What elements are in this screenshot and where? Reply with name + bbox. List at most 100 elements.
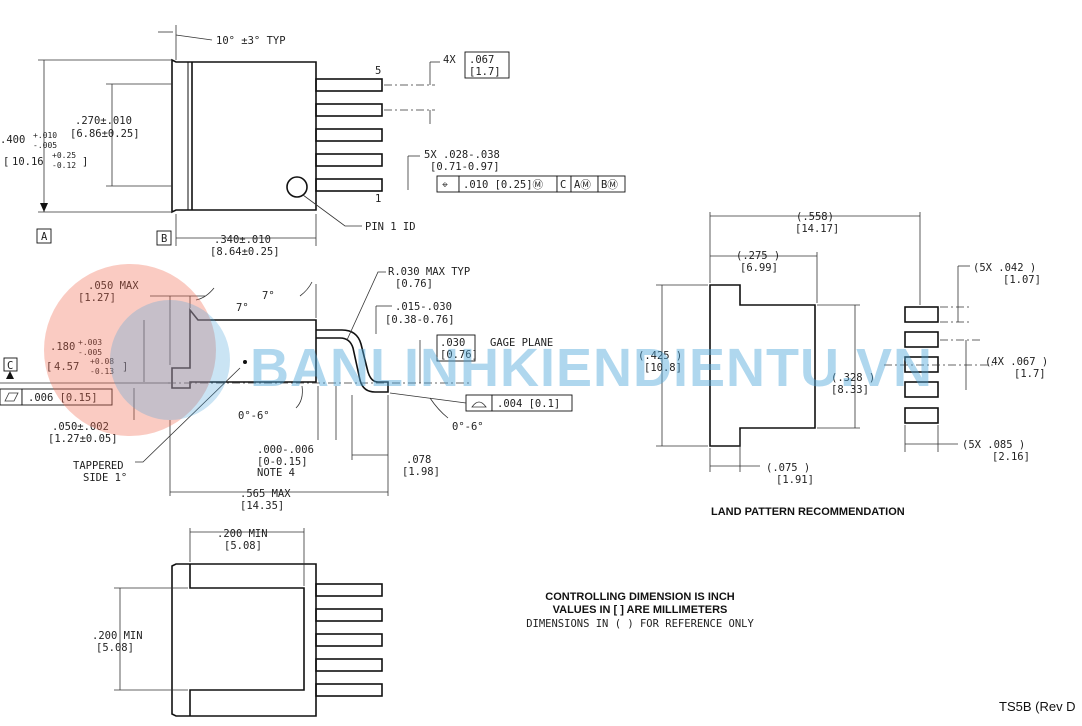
prof-tol-cell [491,394,573,412]
bh-mm: [5.08] [96,642,134,654]
lp-pitch-mm: [1.7] [1014,368,1046,380]
top-lead-4 [315,103,383,117]
radius-in: R.030 MAX TYP [388,266,470,278]
datum-a: A [41,231,48,243]
std-in: .000-.006 [257,444,314,456]
datum-c-triangle [6,371,14,379]
side-h-in-c: -.005 [78,348,102,357]
lp-gap-mm: [1.91] [776,474,814,486]
body-h-in: .270±.010 [75,115,132,127]
overall-height-arrow [40,203,48,212]
top-lead-1 [315,178,383,192]
side-h-in-b: +.003 [78,338,102,347]
lp-total-in: (.558) [796,211,834,223]
side-h-mm-a: 4.57 [54,361,79,373]
prof-leader [389,392,467,404]
pitch-mm: [1.7] [469,66,501,78]
lp-leadw-mm: [1.07] [1003,274,1041,286]
land-pattern-title: LAND PATTERN RECOMMENDATION [711,506,905,518]
height-mm-close: ] [82,156,88,168]
height-in-a: .400 [0,134,25,146]
flat-tol: .006 [0.15] [28,392,98,404]
land-lead-pad-4 [904,381,939,398]
lead-w-in: 5X .028-.038 [424,149,500,161]
angle-leader [175,34,213,41]
note4: NOTE 4 [257,467,295,479]
profile-icon [471,401,487,408]
side-h-mm-open: [ [46,361,52,373]
foot-in: .078 [406,454,431,466]
stand-mm: [1.27±0.05] [48,433,118,445]
lp-gap-in: (.075 ) [766,462,810,474]
side-lead [316,329,389,393]
watermark-logo-disc [44,264,216,436]
side-body-outline [171,307,317,389]
side-view: .050 MAX [1.27] 7° 7° R.030 MAX TYP [0.7… [0,266,573,512]
land-lead-pad-2 [904,331,939,348]
tapered-a: TAPPERED [73,460,124,472]
land-lead-pad-1 [904,306,939,323]
lp-pitch-in: (4X .067 ) [985,356,1048,368]
note-line-2: VALUES IN [ ] ARE MILLIMETERS [553,604,728,616]
top-view: 5 1 4X .067 [1.7] 10° ±3° TYP .400 +.010… [0,25,626,258]
side-h-in-a: .180 [50,341,75,353]
width-mm: [8.64±0.25] [210,246,280,258]
top-body-outline [171,58,317,214]
lp-padw-mm: [6.99] [740,262,778,274]
pin5-label: 5 [375,65,381,77]
gage-label: GAGE PLANE [490,337,553,349]
watermark: BANLINHKIENDIENTU.VN [44,264,933,436]
lp-padw-in: (.275 ) [736,250,780,262]
angle7-b: 7° [262,290,275,302]
bottom-lead-2 [315,608,383,622]
side-h-mm-b: +0.08 [90,357,114,366]
lp-leadw-in: (5X .042 ) [973,262,1036,274]
bottom-view: .200 MIN [5.08] .200 MIN [5.08] [92,528,383,717]
datum-c-box [3,357,18,372]
top-lead-2 [315,153,383,167]
lp-total-mm: [14.17] [795,223,839,235]
watermark-text: BANLINHKIENDIENTU.VN [250,338,933,398]
lead-w-mm: [0.71-0.97] [430,161,500,173]
fcf-b: BⓂ [601,179,618,191]
radius-leader [346,271,386,341]
angle06-arc-b [429,397,449,419]
fcf-tol: .010 [0.25]Ⓜ [463,179,544,191]
height-mm-b: +0.25 [52,151,76,160]
tapered-b: SIDE 1° [83,472,127,484]
angle-typ-label: 10° ±3° TYP [216,35,286,47]
pin1-leader [302,194,362,227]
body-h-mm: [6.86±0.25] [70,128,140,140]
flatness-icon [4,392,19,402]
stand-in: .050±.002 [52,421,109,433]
pitch-in: .067 [469,54,494,66]
gage-box [436,334,476,362]
datum-a-box [36,228,52,244]
bh-in: .200 MIN [92,630,143,642]
fcf-c: C [560,179,566,191]
side-h-mm-c: -0.13 [90,367,114,376]
angle7-a: 7° [236,302,249,314]
angle7-arc-a [195,287,215,301]
prof-tol: .004 [0.1] [497,398,560,410]
radius-mm: [0.76] [395,278,433,290]
tapered-leader [135,367,241,463]
fcf-b-cell [597,175,626,193]
datum-c: C [7,360,13,372]
lp-padh-in: (.425 ) [638,350,682,362]
side-h-mm-close: ] [122,361,128,373]
revision-label: TS5B (Rev D [999,699,1076,714]
height-in-b: +.010 [33,131,57,140]
notes: CONTROLLING DIMENSION IS INCH VALUES IN … [526,591,754,630]
datum-b-box [156,230,172,246]
lead-t-in: .015-.030 [395,301,452,313]
top-lead-5 [315,78,383,92]
flat-tol-cell [21,388,113,406]
gage-mm: [0.76] [440,349,478,361]
pin1-id-label: PIN 1 ID [365,221,416,233]
bottom-lead-1 [315,583,383,597]
pin1-id-mark [286,176,308,198]
bottom-tab-outline [189,564,305,716]
tab-max-mm: [1.27] [78,292,116,304]
